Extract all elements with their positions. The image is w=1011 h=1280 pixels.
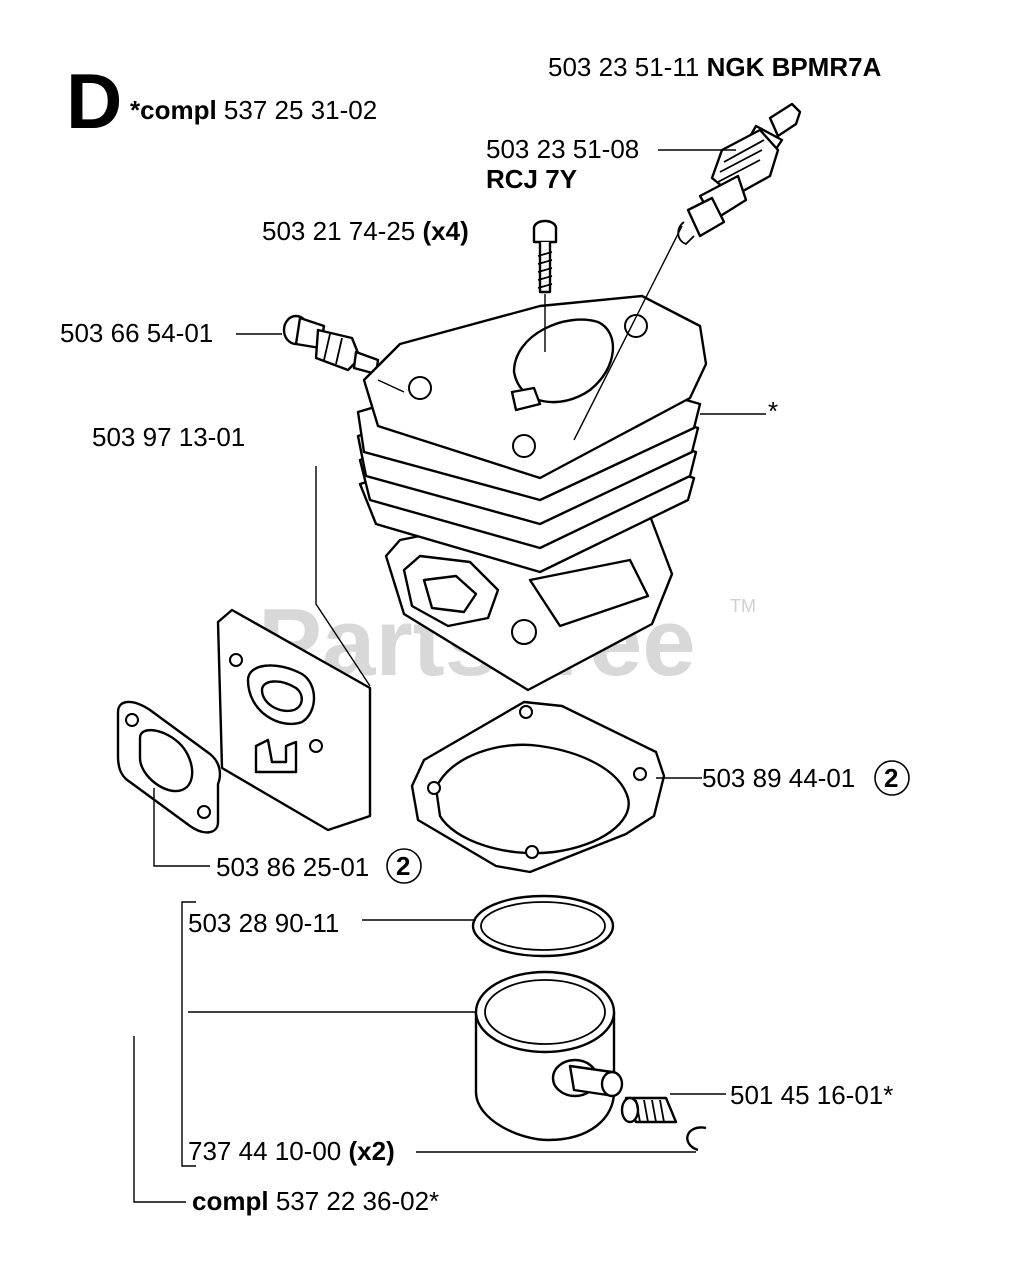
circlip[interactable] [686,1126,707,1152]
label-screw: 503 21 74-25 (x4) [262,216,469,246]
label-spark-plug-rcj-number: 503 23 51-08 [486,134,639,164]
watermark-tm: TM [730,596,756,616]
cylinder-gasket[interactable] [410,700,666,874]
exhaust-plate[interactable] [216,608,372,832]
label-spark-plug-ngk: 503 23 51-11 NGK BPMR7A [548,52,882,82]
label-piston-compl: compl 537 22 36-02* [192,1186,439,1216]
leader-lines [133,149,766,1203]
cylinder[interactable] [356,294,708,692]
section-letter: D [66,57,122,145]
section-compl: *compl 537 25 31-02 [130,95,377,125]
label-exhaust-plate: 503 97 13-01 [92,422,245,452]
qty-badge-exhaust-gasket: 2 [386,848,422,884]
qty-badge-cylinder-gasket: 2 [874,760,910,796]
label-cylinder-asterisk: * [768,396,778,426]
piston[interactable] [474,970,624,1142]
decompression-valve[interactable] [282,314,380,376]
exhaust-gasket[interactable] [116,700,222,834]
label-decompression-valve: 503 66 54-01 [60,318,213,348]
svg-text:2: 2 [884,763,898,793]
label-circlip: 737 44 10-00 (x2) [188,1136,395,1166]
label-exhaust-gasket: 503 86 25-01 [216,852,369,882]
label-spark-plug-rcj-name: RCJ 7Y [486,164,577,194]
needle-bearing[interactable] [620,1096,678,1124]
spark-plug[interactable] [677,102,802,245]
label-cylinder-gasket: 503 89 44-01 [702,763,855,793]
label-needle-bearing: 501 45 16-01* [730,1080,893,1110]
label-piston-ring: 503 28 90-11 [188,908,339,938]
svg-text:2: 2 [396,851,410,881]
piston-ring[interactable] [471,894,615,958]
cylinder-screw[interactable] [532,219,558,294]
